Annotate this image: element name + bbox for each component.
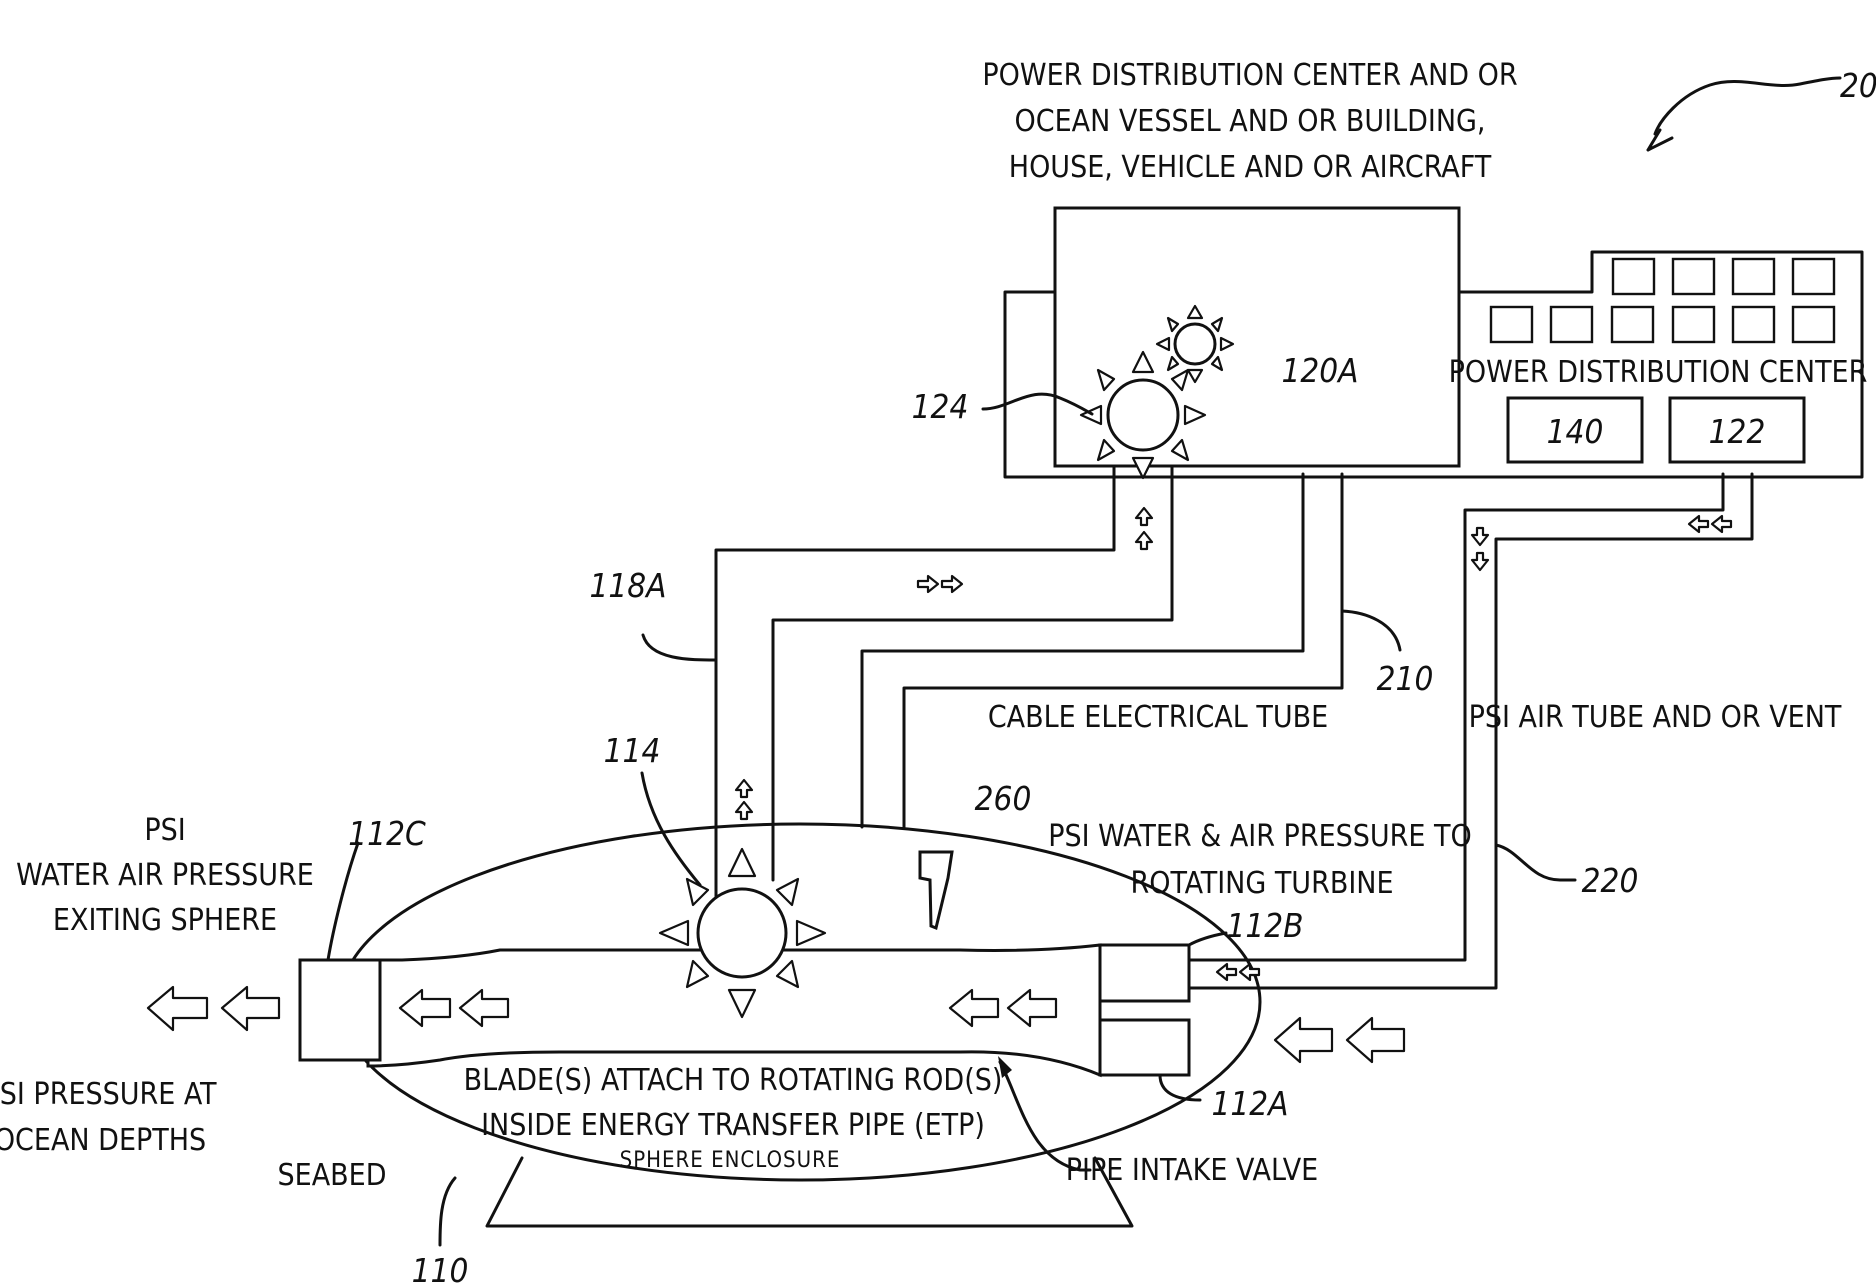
- ref-112a: 112A: [1212, 1084, 1289, 1123]
- psi-exit-label: PSI WATER AIR PRESSURE EXITING SPHERE: [16, 813, 314, 938]
- cable-electrical-tube: [862, 474, 1303, 827]
- cable-tube-label: CABLE ELECTRICAL TUBE: [988, 700, 1328, 735]
- ref-220: 220: [1582, 861, 1639, 900]
- ref-124: 124: [912, 387, 969, 426]
- intake-valve-label: PIPE INTAKE VALVE: [1066, 1153, 1318, 1188]
- pdc-label: POWER DISTRIBUTION CENTER: [1449, 355, 1868, 390]
- svg-text:EXITING SPHERE: EXITING SPHERE: [53, 903, 277, 938]
- intake-valve-112b: [1100, 945, 1189, 1001]
- intake-valve-112a: [1100, 1020, 1189, 1075]
- power-tube-inner: [773, 465, 1172, 880]
- turbine-124: [1081, 352, 1205, 478]
- ref-112c: 112C: [348, 814, 426, 853]
- air-tube-label: PSI AIR TUBE AND OR VENT: [1469, 700, 1842, 735]
- ref-200: 200: [1840, 66, 1876, 105]
- ref-260: 260: [975, 779, 1032, 818]
- svg-text:WATER AIR PRESSURE: WATER AIR PRESSURE: [16, 858, 314, 893]
- ref-110: 110: [412, 1251, 469, 1287]
- destination-line2: OCEAN VESSEL AND OR BUILDING,: [1014, 104, 1485, 139]
- destination-line3: HOUSE, VEHICLE AND OR AIRCRAFT: [1009, 150, 1492, 185]
- ref-122: 122: [1709, 412, 1766, 451]
- ref-120a: 120A: [1282, 351, 1359, 390]
- sphere-enclosure-label: SPHERE ENCLOSURE: [620, 1148, 841, 1173]
- svg-text:PSI WATER & AIR PRESSURE TO: PSI WATER & AIR PRESSURE TO: [1048, 819, 1472, 854]
- svg-text:BLADE(S) ATTACH TO ROTATING RO: BLADE(S) ATTACH TO ROTATING ROD(S): [464, 1063, 1003, 1098]
- svg-text:ROTATING TURBINE: ROTATING TURBINE: [1130, 866, 1393, 901]
- destination-label: POWER DISTRIBUTION CENTER AND OR OCEAN V…: [982, 58, 1517, 185]
- ref-118a: 118A: [590, 566, 667, 605]
- destination-line1: POWER DISTRIBUTION CENTER AND OR: [982, 58, 1517, 93]
- ref-210: 210: [1377, 659, 1434, 698]
- seabed-label: SEABED: [278, 1158, 387, 1193]
- ref-112b: 112B: [1226, 906, 1303, 945]
- svg-text:OCEAN DEPTHS: OCEAN DEPTHS: [0, 1123, 206, 1158]
- ref-114: 114: [604, 731, 661, 770]
- svg-text:PSI: PSI: [144, 813, 185, 848]
- psi-depth-label: PSI PRESSURE AT OCEAN DEPTHS: [0, 1077, 217, 1158]
- window-grid: [1491, 259, 1834, 342]
- svg-text:INSIDE ENERGY TRANSFER PIPE (E: INSIDE ENERGY TRANSFER PIPE (ETP): [481, 1108, 985, 1143]
- turbine-small: [1157, 306, 1233, 382]
- exit-housing: [300, 960, 380, 1060]
- svg-text:PSI PRESSURE AT: PSI PRESSURE AT: [0, 1077, 217, 1112]
- ref-140: 140: [1547, 412, 1604, 451]
